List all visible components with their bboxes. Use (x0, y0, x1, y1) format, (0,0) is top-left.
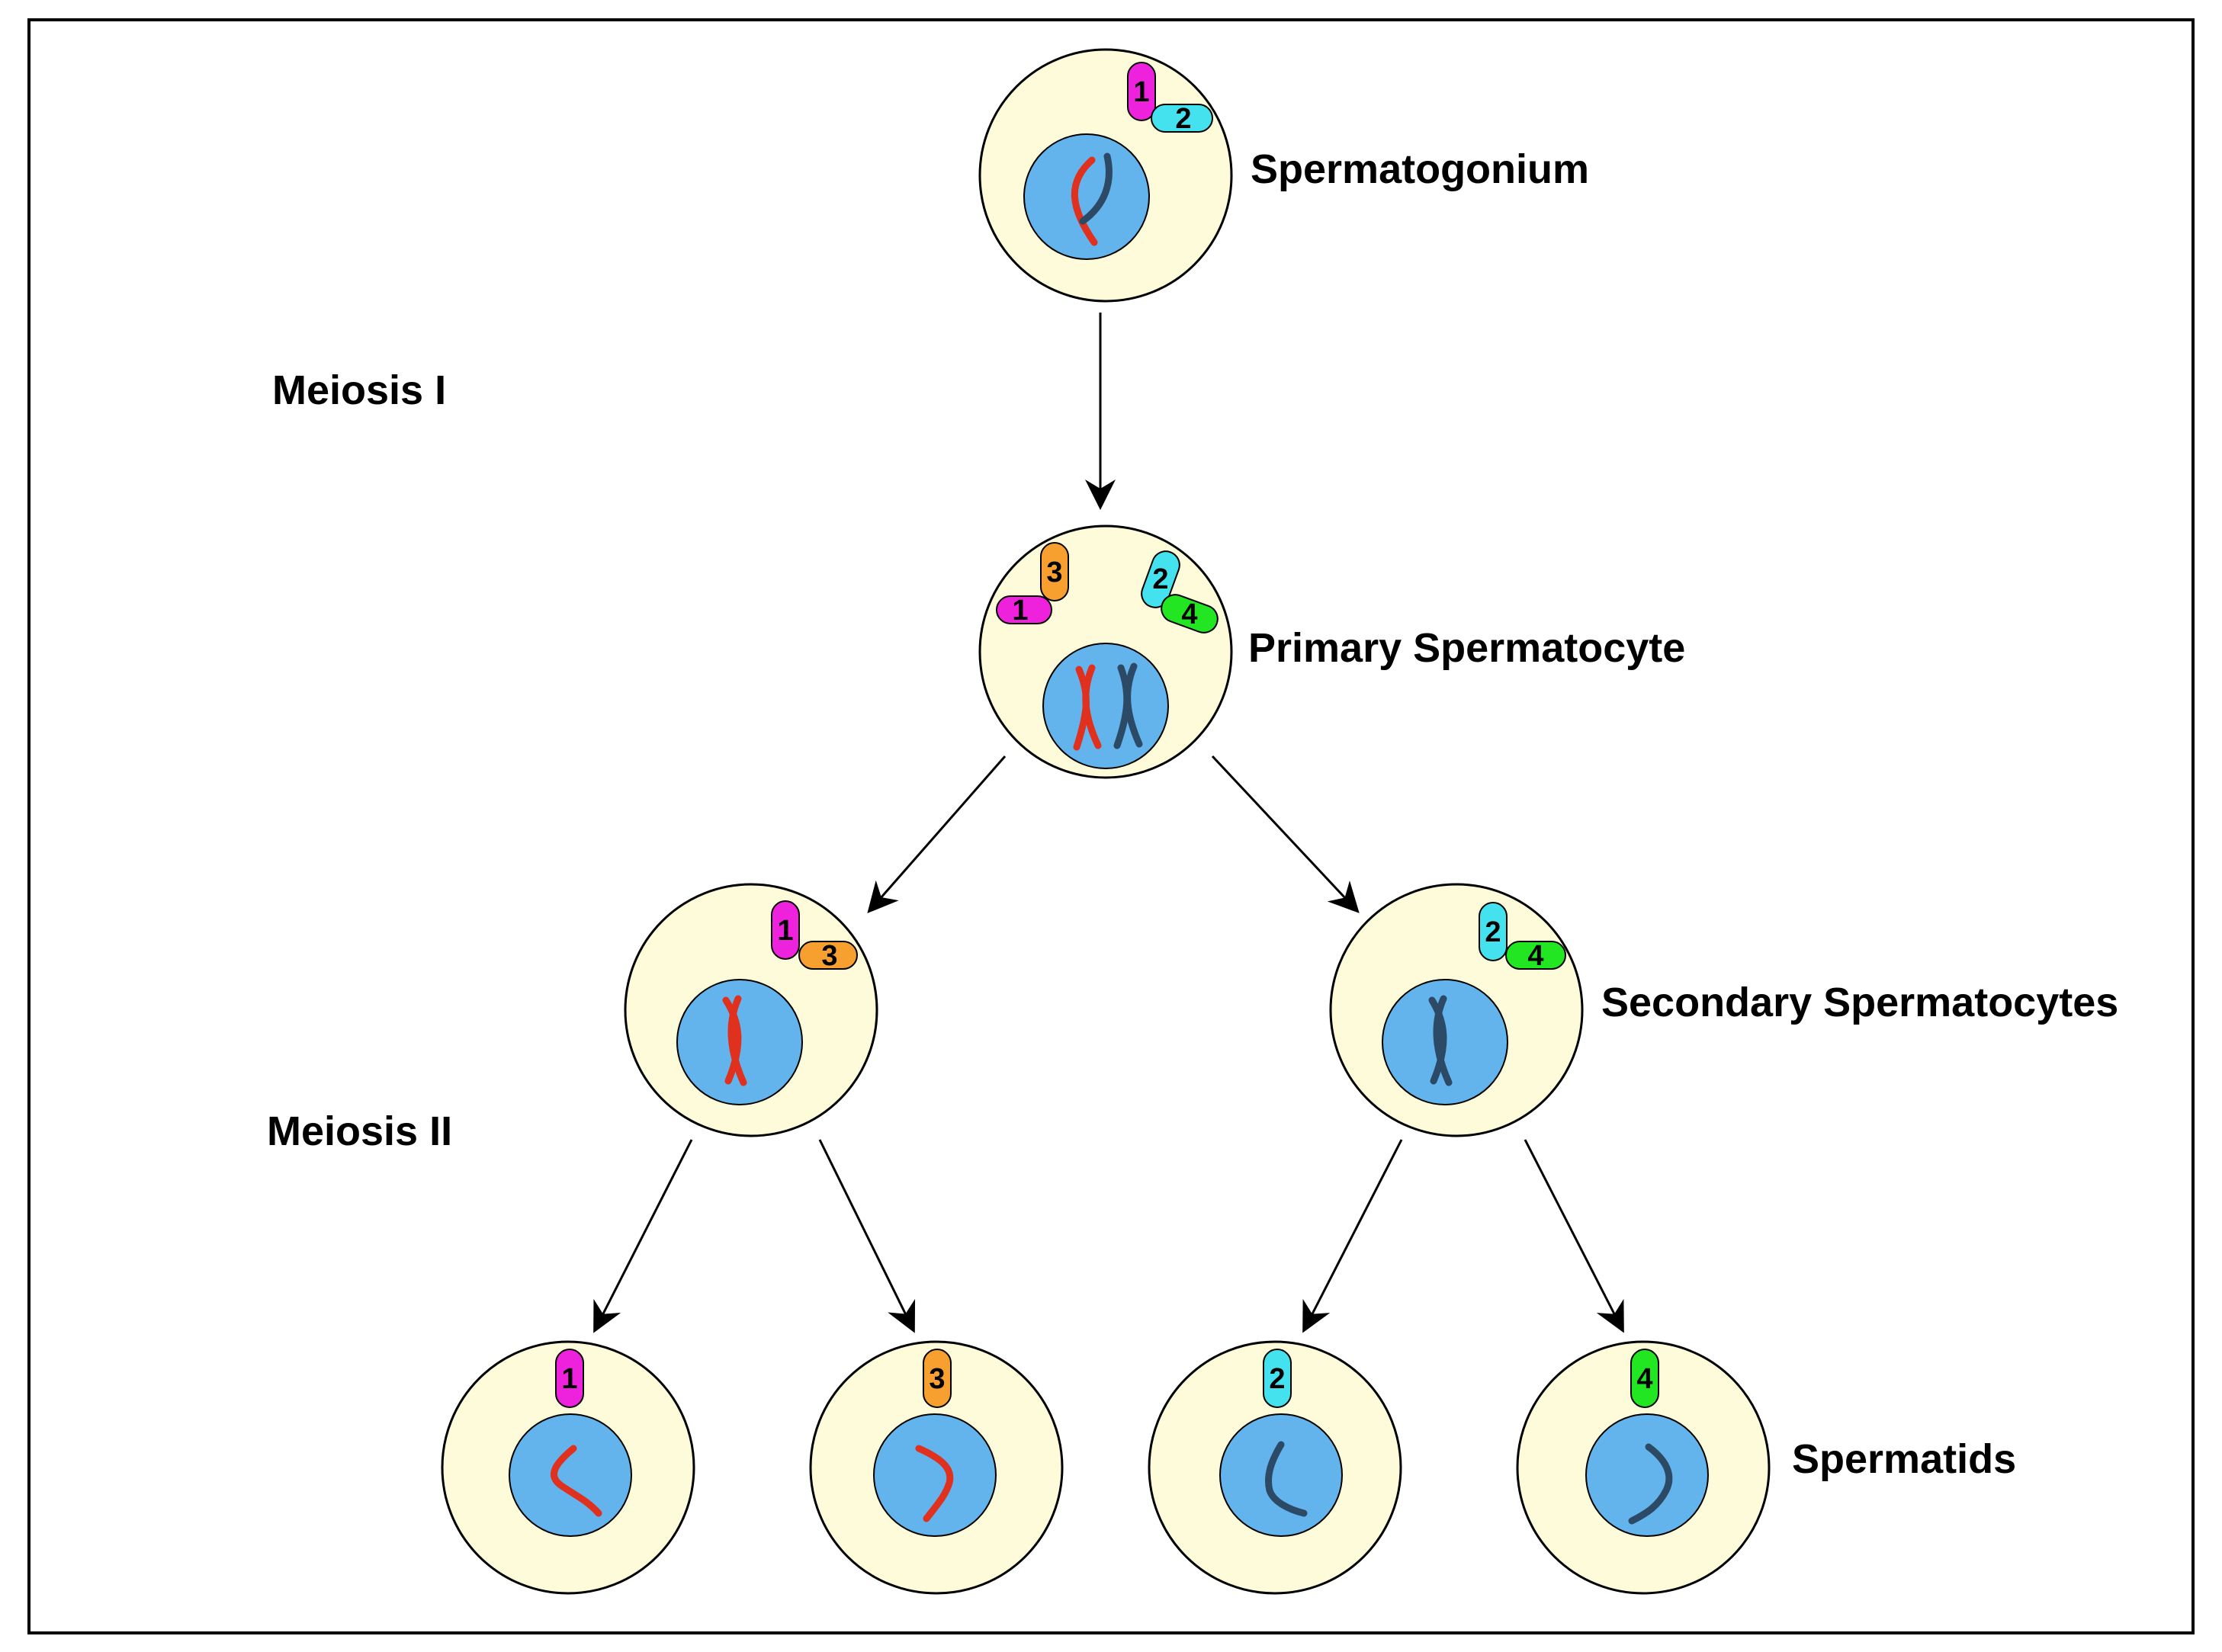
chromosome-red (1071, 156, 1098, 246)
tag-2-label: 2 (1175, 103, 1191, 135)
secondary-spermatocyte-right-cell: 2 4 (1329, 883, 1584, 1137)
tag-3 (1040, 542, 1069, 601)
secondary-spermatocyte-left-cell: 1 3 (624, 883, 878, 1137)
label-meiosis-2: Meiosis II (267, 1108, 452, 1154)
arrows (593, 313, 1624, 1333)
tag-4 (1161, 594, 1219, 634)
arrow-to-spermatid-1 (593, 1139, 693, 1333)
tag-4-label: 4 (1527, 940, 1543, 972)
tag-1-label: 1 (1012, 595, 1028, 627)
arrow-to-secondary-right (1211, 755, 1360, 913)
spermatogonium-cell: 1 2 (978, 48, 1233, 303)
tag-2 (1479, 902, 1508, 961)
tag-2-label: 2 (1485, 916, 1501, 948)
tag-1 (996, 595, 1052, 624)
label-primary-spermatocyte: Primary Spermatocyte (1248, 625, 1685, 671)
tag-4-label: 4 (1636, 1363, 1652, 1395)
label-meiosis-1: Meiosis I (272, 367, 446, 413)
spermatid-1-cell: 1 (441, 1340, 695, 1595)
tag-1 (555, 1349, 584, 1408)
arrow-to-spermatid-3 (818, 1139, 916, 1333)
label-spermatogonium: Spermatogonium (1251, 146, 1589, 192)
tag-3-label: 3 (929, 1363, 945, 1395)
tag-3 (798, 941, 858, 970)
tag-4-label: 4 (1181, 598, 1197, 630)
chromosome-pair-red (1073, 664, 1102, 751)
label-secondary-spermatocytes: Secondary Spermatocytes (1601, 980, 2118, 1025)
chromosome-pair-dark (1113, 662, 1143, 749)
arrow-to-spermatid-4 (1524, 1139, 1624, 1333)
tag-2 (1263, 1349, 1292, 1408)
tag-2-label: 2 (1269, 1363, 1285, 1395)
spermatid-2-cell: 2 (1148, 1340, 1402, 1595)
tag-1 (1127, 62, 1156, 121)
label-spermatids: Spermatids (1792, 1436, 2016, 1482)
tag-3-label: 3 (821, 940, 837, 972)
tag-2 (1141, 550, 1180, 608)
tag-1-label: 1 (1133, 76, 1149, 108)
tag-3 (923, 1349, 952, 1408)
spermatid-3-cell: 3 (809, 1340, 1064, 1595)
tag-2-label: 2 (1152, 563, 1168, 595)
chromosome-dark (1079, 152, 1113, 225)
tag-1-label: 1 (777, 915, 793, 947)
tag-1 (771, 900, 800, 960)
tag-1-label: 1 (561, 1363, 577, 1395)
spermatid-4-cell: 4 (1516, 1340, 1771, 1595)
tag-2 (1151, 104, 1213, 133)
tag-3-label: 3 (1046, 557, 1062, 589)
tag-4 (1505, 941, 1566, 970)
arrow-to-spermatid-2 (1302, 1139, 1403, 1333)
primary-spermatocyte-cell: 3 1 2 4 (978, 524, 1233, 779)
tag-4 (1630, 1349, 1659, 1408)
arrow-to-secondary-left (867, 755, 1007, 914)
